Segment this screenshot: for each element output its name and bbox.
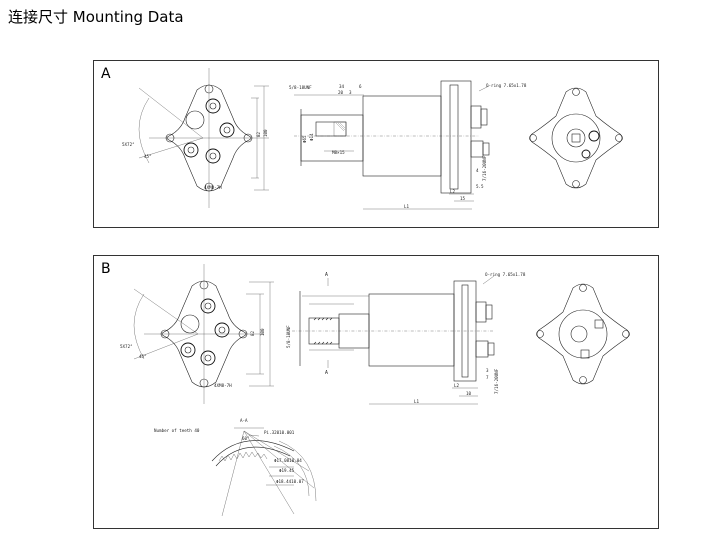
dim-100-b: 100 xyxy=(260,328,265,336)
teeth-label: Number of teeth 40 xyxy=(154,428,200,433)
dim-4-a: 4 xyxy=(476,168,479,173)
back-view-a xyxy=(529,87,623,189)
page-title: 连接尺寸 Mounting Data xyxy=(8,8,184,26)
angle-60-label: 60° xyxy=(242,436,250,441)
oring-label-b: O-ring 7.65x1.78 xyxy=(485,272,526,277)
thread-label-b: 5/8-18UNF xyxy=(286,325,291,348)
dim-34-a: 34 xyxy=(339,84,345,89)
l1-label-a: L1 xyxy=(404,204,410,209)
panel-b-drawing: 5X72° 45° 4XM8-7H 82 100 xyxy=(120,264,630,517)
l2-label-a: L2 xyxy=(450,189,456,194)
dim-10-b: 10 xyxy=(466,391,472,396)
dim-6-a: 6 xyxy=(359,84,362,89)
thread-label-a: 5/8-18UNF xyxy=(289,85,312,90)
d65-label-a: Φ65 xyxy=(302,135,307,143)
panel-a-label: A xyxy=(101,66,111,82)
dim-100-a: 100 xyxy=(263,129,268,137)
panel-b-label: B xyxy=(101,261,111,277)
dim-3-b: 3 xyxy=(486,368,489,373)
section-a-top: A xyxy=(325,272,328,278)
panel-a: A 5X72° 45° 4XM8-7H xyxy=(93,60,659,228)
d14-label-a: Φ14 xyxy=(309,133,314,141)
port-thread-b: 7/16-20UNF xyxy=(494,368,499,394)
side-view-a xyxy=(294,80,490,210)
spline-dia-2: Φ18.4410.07 xyxy=(276,479,304,484)
bolt-label-b: 4XM8-7H xyxy=(214,383,232,388)
panel-a-drawing: 5X72° 45° 4XM8-7H 82 100 xyxy=(122,68,623,210)
side-view-b xyxy=(292,275,495,405)
front-view-a xyxy=(138,68,269,208)
angle-label-b: 45° xyxy=(139,354,147,359)
spline-dia-3: Φ19.45 xyxy=(279,468,295,473)
angle-label-a: 45° xyxy=(144,154,152,159)
bolt-label-a: 4XM8-7H xyxy=(204,185,222,190)
l1-label-b: L1 xyxy=(414,399,420,404)
panel-b: B 5X72° 45° 4XM8-7H xyxy=(93,255,659,529)
front-view-b xyxy=(133,264,274,404)
dim-3-a: 3 xyxy=(349,90,352,95)
pcd-label-b: 5X72° xyxy=(120,344,133,349)
dim-15-a: 15 xyxy=(460,196,466,201)
port-thread-a: 7/16-20UNF xyxy=(482,155,487,181)
spline-dia-1: Φ17.0810.04 xyxy=(274,458,302,463)
pitch-label: Pi.32010.001 xyxy=(264,430,295,435)
back-view-b xyxy=(536,283,630,385)
section-a-bottom: A xyxy=(325,370,328,376)
oring-label-a: O-ring 7.65x1.78 xyxy=(486,83,527,88)
dim-5-5-a: 5.5 xyxy=(476,184,484,189)
m20-label-a: M8×15 xyxy=(332,150,345,155)
l2-label-b: L2 xyxy=(454,383,460,388)
dim-7-b: 7 xyxy=(486,375,489,380)
pcd-label-a: 5X72° xyxy=(122,142,135,147)
dim-20-a: 20 xyxy=(338,90,344,95)
dim-82-a: 82 xyxy=(256,131,261,137)
spline-detail xyxy=(211,427,317,517)
dim-82-b: 82 xyxy=(250,330,255,336)
aa-label: A-A xyxy=(240,418,248,423)
